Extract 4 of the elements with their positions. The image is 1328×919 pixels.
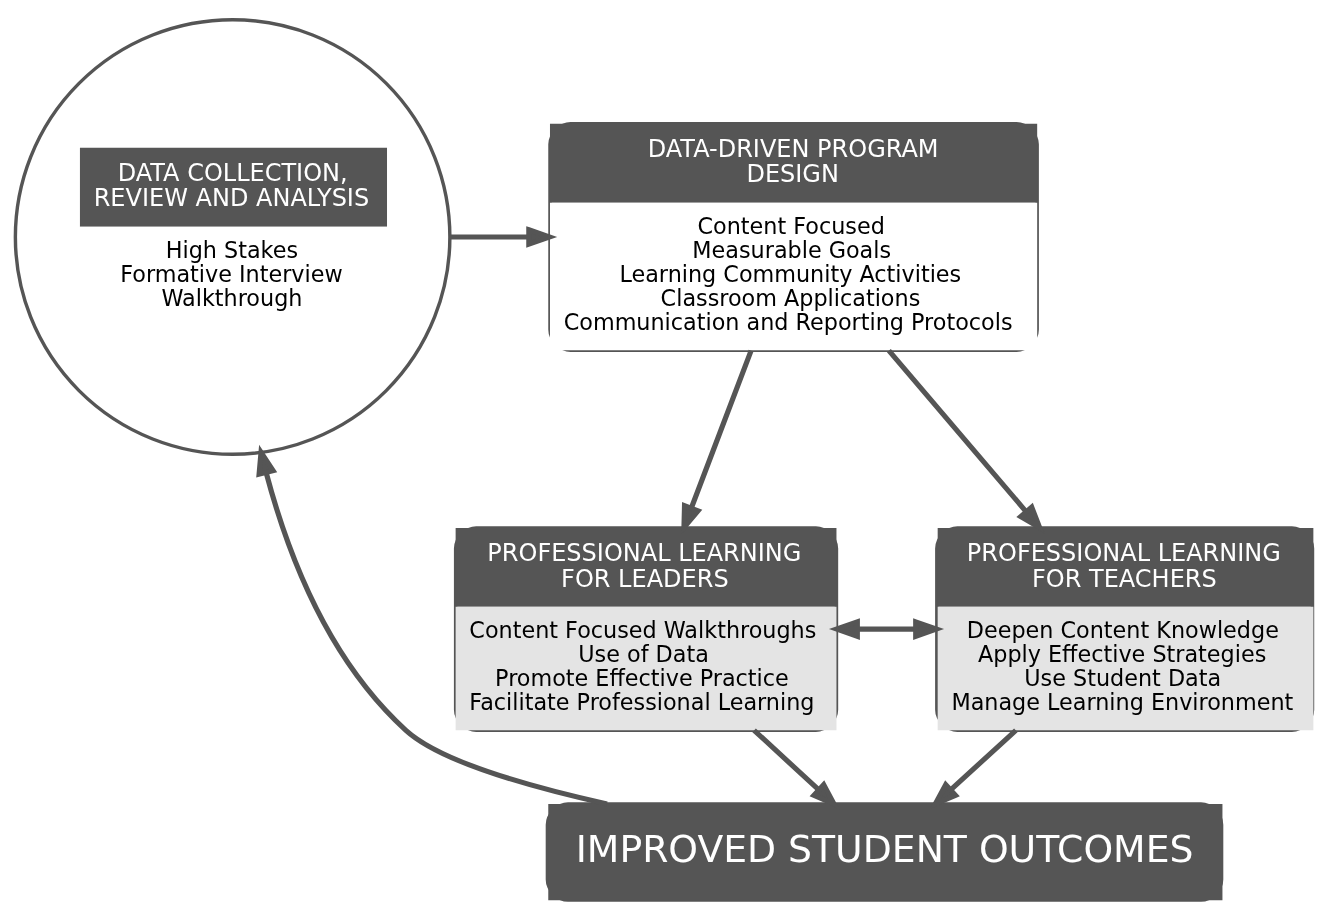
arrow: [828, 617, 945, 640]
arrow: [450, 225, 558, 248]
arrow: [256, 444, 608, 806]
node-circle: DATA COLLECTION, REVIEW AND ANALYSIS High Stakes Formative Interview Walkthrough: [13, 17, 452, 456]
